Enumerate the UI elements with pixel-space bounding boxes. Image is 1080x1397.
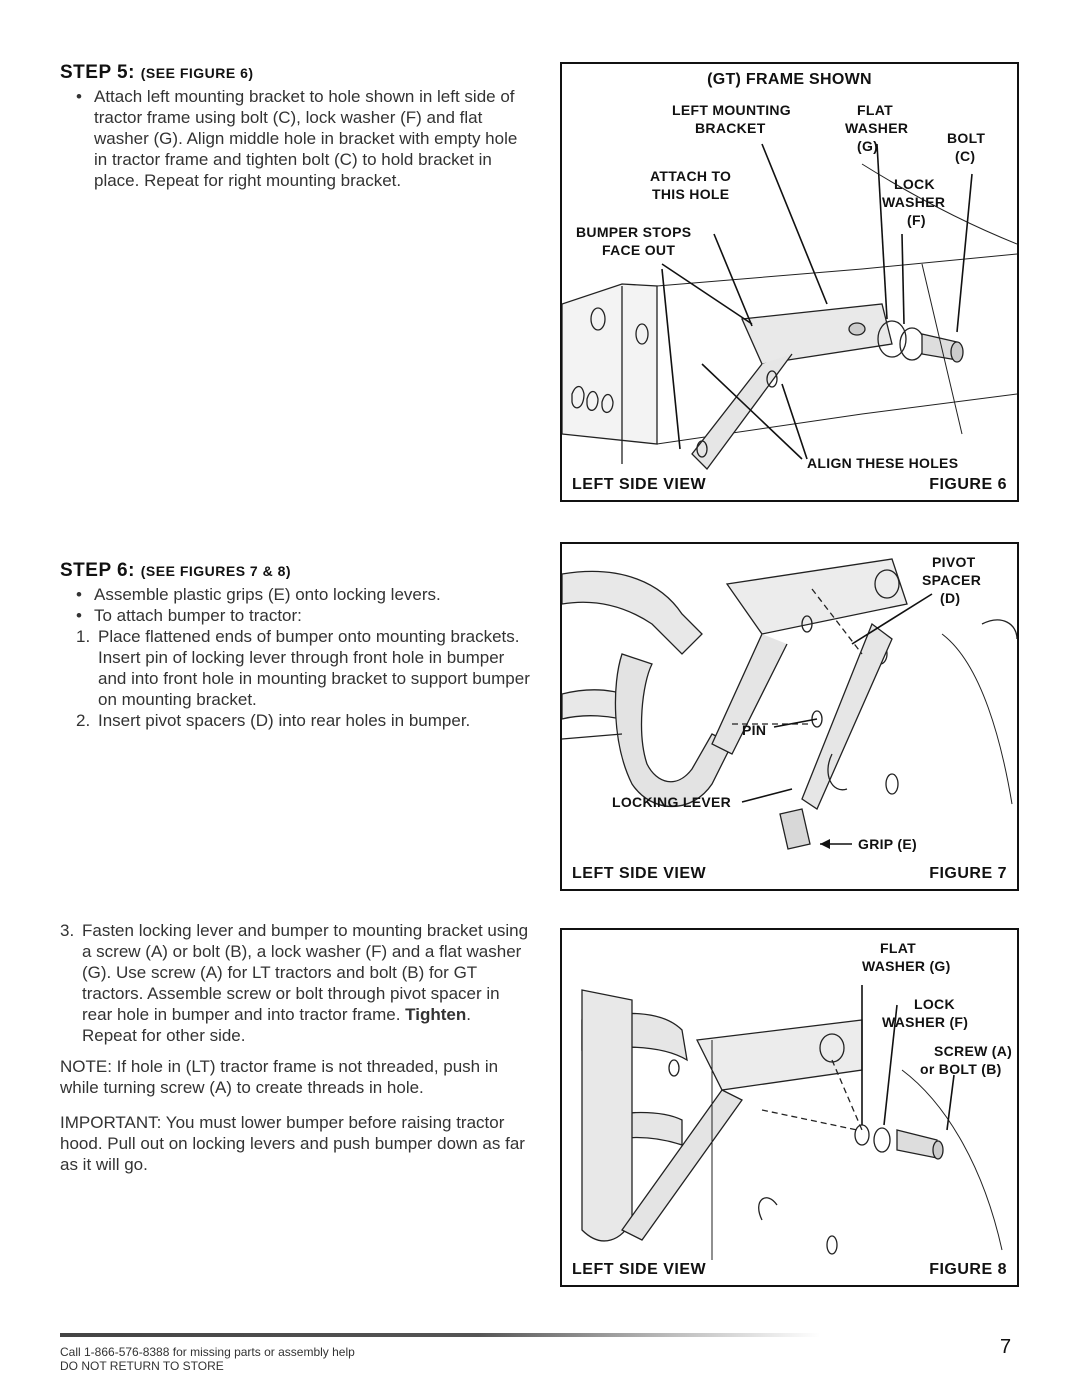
label-flat: FLAT — [857, 102, 893, 118]
step5-section: STEP 5: (SEE FIGURE 6) Attach left mount… — [60, 62, 530, 191]
step6-continued: 3. Fasten locking lever and bumper to mou… — [60, 920, 530, 1175]
item-text: Place flattened ends of bumper onto moun… — [98, 627, 530, 709]
figure-7-drawing — [562, 558, 1017, 850]
label-lock-washer: WASHER — [882, 194, 946, 210]
footer-rule — [60, 1333, 820, 1337]
figure-8-drawing — [581, 985, 1003, 1260]
step6-item-3: 3. Fasten locking lever and bumper to mou… — [60, 920, 530, 1046]
footer-text: Call 1-866-576-8388 for missing parts or… — [60, 1345, 355, 1373]
label-d: (D) — [940, 590, 961, 606]
figure7-number: FIGURE 7 — [929, 865, 1007, 882]
label-washer-f: WASHER (F) — [882, 1014, 969, 1030]
step6-item-2: 2. Insert pivot spacers (D) into rear hol… — [76, 710, 530, 731]
item-text: Fasten locking lever and bumper to mount… — [82, 921, 529, 1024]
label-bolt: BOLT — [947, 130, 986, 146]
figure6-header: (GT) FRAME SHOWN — [707, 71, 872, 88]
figure8-number: FIGURE 8 — [929, 1261, 1007, 1278]
figure-6: (GT) FRAME SHOWN LEFT MOUNTING BRACKET F… — [560, 62, 1019, 502]
step5-heading: STEP 5: (SEE FIGURE 6) — [60, 62, 530, 84]
step6-subtitle: (SEE FIGURES 7 & 8) — [140, 563, 292, 579]
label-flat: FLAT — [880, 940, 916, 956]
label-washer: WASHER — [845, 120, 909, 136]
label-pivot: PIVOT — [932, 554, 976, 570]
item-text: Insert pivot spacers (D) into rear holes… — [98, 711, 471, 730]
label-screw-a: SCREW (A) — [934, 1043, 1013, 1059]
label-lock: LOCK — [914, 996, 955, 1012]
figure6-number: FIGURE 6 — [929, 476, 1007, 493]
figure-8: FLAT WASHER (G) LOCK WASHER (F) SCREW (A… — [560, 928, 1019, 1287]
label-align-holes: ALIGN THESE HOLES — [807, 455, 959, 471]
item-number: 3. — [60, 921, 75, 940]
step5-bullet: Attach left mounting bracket to hole sho… — [76, 86, 530, 191]
figure-6-drawing — [562, 143, 1017, 470]
label-attach-to: ATTACH TO — [650, 168, 732, 184]
label-this-hole: THIS HOLE — [652, 186, 730, 202]
label-bolt-b: or BOLT (B) — [920, 1061, 1002, 1077]
label-c: (C) — [955, 148, 976, 164]
step6-bullet-1: Assemble plastic grips (E) onto locking … — [76, 584, 530, 605]
item-text-bold: Tighten — [405, 1005, 467, 1024]
step5-title: STEP 5: — [60, 62, 135, 83]
step6-section: STEP 6: (SEE FIGURES 7 & 8) Assemble pla… — [60, 560, 530, 731]
important-text: IMPORTANT: You must lower bumper before … — [60, 1113, 525, 1174]
item-number: 2. — [76, 711, 91, 730]
figure6-view-caption: LEFT SIDE VIEW — [572, 476, 707, 493]
label-g: (G) — [857, 138, 879, 154]
step6-item-1: 1. Place flattened ends of bumper onto mo… — [76, 626, 530, 710]
label-washer-g: WASHER (G) — [862, 958, 951, 974]
step6-title: STEP 6: — [60, 560, 135, 581]
footer-help-line: Call 1-866-576-8388 for missing parts or… — [60, 1345, 355, 1359]
label-bumper-stops: BUMPER STOPS — [576, 224, 692, 240]
label-spacer: SPACER — [922, 572, 982, 588]
figure-7: PIVOT SPACER (D) PIN LOCKING LEVER GRIP … — [560, 542, 1019, 891]
label-pin: PIN — [742, 722, 767, 738]
item-number: 1. — [76, 627, 91, 646]
step6-heading: STEP 6: (SEE FIGURES 7 & 8) — [60, 560, 530, 582]
label-locking-lever: LOCKING LEVER — [612, 794, 732, 810]
label-grip: GRIP (E) — [858, 836, 917, 852]
step5-subtitle: (SEE FIGURE 6) — [140, 65, 254, 81]
note-text: NOTE: If hole in (LT) tractor frame is n… — [60, 1057, 499, 1097]
figure7-view-caption: LEFT SIDE VIEW — [572, 865, 707, 882]
page-number: 7 — [1000, 1336, 1012, 1358]
step6-bullet-2: To attach bumper to tractor: — [76, 605, 530, 626]
label-lock: LOCK — [894, 176, 935, 192]
label-f: (F) — [907, 212, 926, 228]
label-face-out: FACE OUT — [602, 242, 676, 258]
label-bracket: BRACKET — [695, 120, 766, 136]
figure8-view-caption: LEFT SIDE VIEW — [572, 1261, 707, 1278]
item-text-end: . Repeat for other side. — [82, 1005, 471, 1045]
label-left-mounting: LEFT MOUNTING — [672, 102, 791, 118]
footer-do-not-return: DO NOT RETURN TO STORE — [60, 1359, 224, 1373]
